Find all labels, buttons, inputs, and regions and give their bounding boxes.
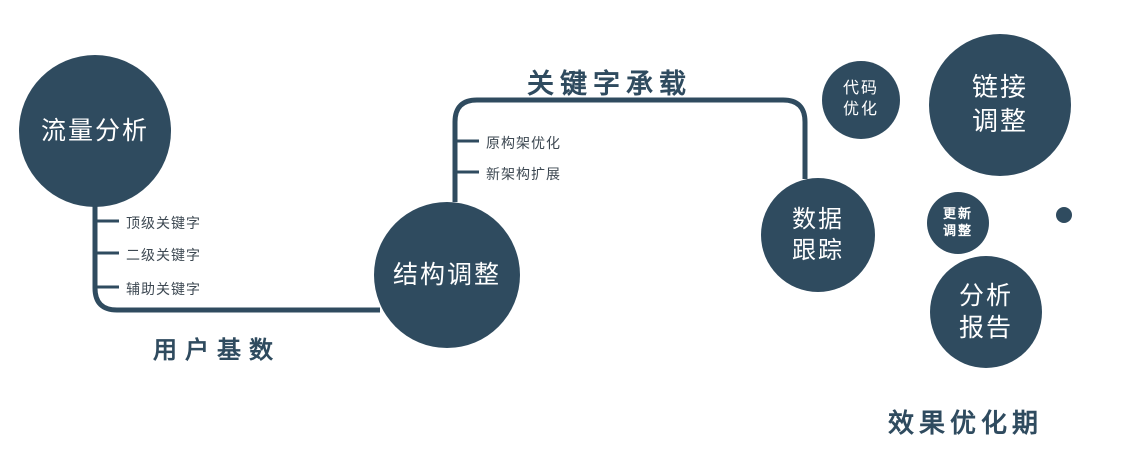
node-analysis-report: 分析 报告 <box>930 256 1042 368</box>
edge-label-user-base: 用户基数 <box>153 337 281 364</box>
node-structure-adjustment-label: 结构调整 <box>392 260 501 289</box>
branch-label-original-framework: 原构架优化 <box>486 135 561 151</box>
node-update-adjustment-label: 更新 调整 <box>942 206 973 238</box>
node-structure-adjustment: 结构调整 <box>374 202 520 348</box>
node-data-tracking-label: 数据 跟踪 <box>792 205 844 264</box>
node-code-optimization: 代码 优化 <box>822 61 900 139</box>
node-analysis-report-label: 分析 报告 <box>958 281 1013 343</box>
node-update-adjustment: 更新 调整 <box>927 192 989 254</box>
node-code-optimization-label: 代码 优化 <box>842 80 879 118</box>
branch-label-aux-keywords: 辅助关键字 <box>126 281 201 297</box>
node-data-tracking: 数据 跟踪 <box>761 178 875 292</box>
branch-label-second-keywords: 二级关键字 <box>126 247 201 263</box>
node-link-adjustment-label: 链接 调整 <box>971 72 1028 136</box>
branch-label-top-keywords: 顶级关键字 <box>126 215 201 231</box>
footer-label-effect-optimization: 效果优化期 <box>888 408 1044 438</box>
dot-marker <box>1056 207 1072 223</box>
edge-keyword-carry-path <box>452 97 808 202</box>
branch-label-new-framework: 新架构扩展 <box>486 166 561 182</box>
edge-label-keyword-carry: 关键字承载 <box>527 69 692 99</box>
node-traffic-analysis: 流量分析 <box>19 55 171 207</box>
node-link-adjustment: 链接 调整 <box>929 34 1071 176</box>
node-traffic-analysis-label: 流量分析 <box>40 116 149 145</box>
